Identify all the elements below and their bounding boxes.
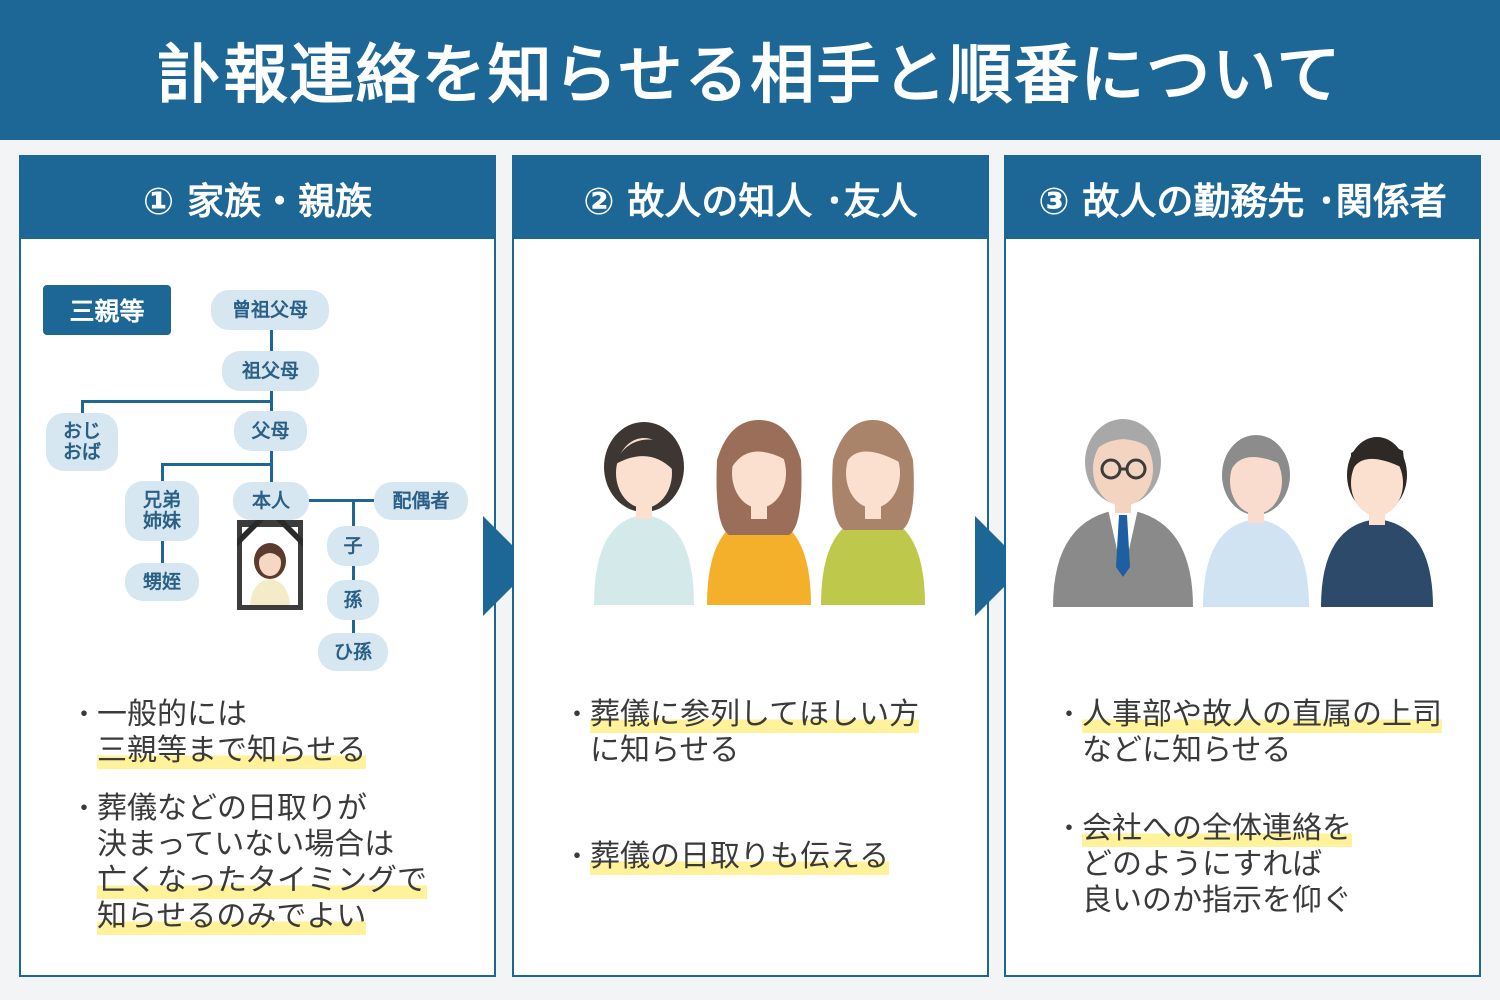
node-child: 子 xyxy=(327,526,379,566)
tree-connector xyxy=(352,565,355,583)
tree-connector xyxy=(81,400,273,403)
panel-friends-bullets: ・ 葬儀に参列してほしい方 に知らせる ・ 葬儀の日取りも伝える xyxy=(564,697,977,897)
bullet-dot: ・ xyxy=(71,700,98,730)
friends-illustration xyxy=(594,420,925,605)
node-nephew-niece: 甥姪 xyxy=(125,563,199,601)
bullet-item: ・ 葬儀に参列してほしい方 に知らせる xyxy=(564,697,977,769)
tree-connector xyxy=(161,463,273,466)
bullet-dot: ・ xyxy=(1056,814,1083,844)
node-uncle-label: おじ xyxy=(62,420,101,442)
boss-person-icon xyxy=(1053,419,1193,607)
memorial-portrait-icon xyxy=(237,520,303,610)
bullet-dot: ・ xyxy=(71,794,98,824)
panel-friends-title: ② 故人の知人 ･友人 xyxy=(583,180,918,223)
bullet-line-highlighted: 知らせるのみでよい xyxy=(97,899,367,935)
bullet-line: どのようにすれば xyxy=(1082,847,1323,882)
node-grandparents: 祖父母 xyxy=(222,351,319,391)
friend-person-icon xyxy=(594,422,694,605)
bullet-item: ・ 葬儀の日取りも伝える xyxy=(564,839,977,875)
bullet-item: ・ 一般的には 三親等まで知らせる xyxy=(71,697,484,769)
bullet-line-highlighted: 会社への全体連絡を xyxy=(1082,811,1352,847)
friend-person-icon xyxy=(707,420,811,605)
bullet-dot: ・ xyxy=(564,700,591,730)
bullet-line-highlighted: 三親等まで知らせる xyxy=(97,733,367,769)
node-spouse: 配偶者 xyxy=(374,482,468,520)
tree-connector xyxy=(161,463,164,483)
node-siblings: 兄弟 姉妹 xyxy=(125,481,199,541)
bullet-line: などに知らせる xyxy=(1082,733,1292,768)
bullet-item: ・ 葬儀などの日取りが 決まっていない場合は 亡くなったタイミングで 知らせるの… xyxy=(71,791,484,935)
tree-connector xyxy=(270,327,273,357)
node-brothers-label: 兄弟 xyxy=(142,489,181,511)
panel-workplace-header: ③ 故人の勤務先 ･関係者 xyxy=(1006,157,1479,239)
panel-family-bullets: ・ 一般的には 三親等まで知らせる ・ 葬儀などの日取りが 決まっていない場合は… xyxy=(71,697,484,957)
tree-connector xyxy=(81,400,84,415)
bullet-line: 一般的には xyxy=(97,697,247,732)
bullet-line-highlighted: 葬儀に参列してほしい方 xyxy=(590,697,920,733)
panel-family-title: ① 家族・親族 xyxy=(142,180,373,223)
colleague-person-icon xyxy=(1203,435,1309,607)
colleague-person-icon xyxy=(1321,437,1433,607)
panel-friends: ② 故人の知人 ･友人 ・ 葬儀に参列 xyxy=(512,155,989,977)
bullet-dot: ・ xyxy=(1056,700,1083,730)
colleagues-illustration xyxy=(1053,419,1433,607)
third-degree-tag: 三親等 xyxy=(43,285,171,335)
panel-friends-header: ② 故人の知人 ･友人 xyxy=(514,157,987,239)
bullet-line-highlighted: 亡くなったタイミングで xyxy=(97,863,427,899)
tree-connector xyxy=(352,499,355,527)
panel-family-header: ① 家族・親族 xyxy=(21,157,494,239)
friend-person-icon xyxy=(821,420,925,605)
node-grandchild: 孫 xyxy=(327,580,379,620)
node-aunt-label: おば xyxy=(62,441,101,463)
page-title: 訃報連絡を知らせる相手と順番について xyxy=(157,39,1343,113)
family-tree: 三親等 曾祖父母 祖父母 おじ おば 父母 兄弟 姉妹 本人 配偶者 子 甥姪 … xyxy=(21,157,498,717)
title-banner: 訃報連絡を知らせる相手と順番について xyxy=(0,0,1500,140)
node-parents: 父母 xyxy=(234,411,307,451)
node-sisters-label: 姉妹 xyxy=(142,510,181,532)
tree-connector xyxy=(308,499,378,502)
bullet-line-highlighted: 人事部や故人の直属の上司 xyxy=(1082,697,1442,733)
node-great-grandchild: ひ孫 xyxy=(318,633,388,671)
node-great-grandparents: 曾祖父母 xyxy=(211,290,329,330)
node-uncle-aunt: おじ おば xyxy=(46,413,118,471)
tree-connector xyxy=(161,540,164,564)
panel-family: ① 家族・親族 三親等 曾祖父母 祖父母 おじ おば 父母 兄弟 姉妹 本人 配… xyxy=(19,155,496,977)
panel-workplace-title: ③ 故人の勤務先 ･関係者 xyxy=(1038,180,1447,223)
bullet-line: 葬儀などの日取りが xyxy=(97,791,367,826)
bullet-item: ・ 会社への全体連絡を どのようにすれば 良いのか指示を仰ぐ xyxy=(1056,811,1469,919)
panel-workplace-bullets: ・ 人事部や故人の直属の上司 などに知らせる ・ 会社への全体連絡を どのように… xyxy=(1056,697,1469,941)
bullet-line-highlighted: 葬儀の日取りも伝える xyxy=(590,839,890,875)
bullet-line: 良いのか指示を仰ぐ xyxy=(1082,883,1352,918)
bullet-item: ・ 人事部や故人の直属の上司 などに知らせる xyxy=(1056,697,1469,769)
tree-connector xyxy=(352,619,355,634)
bullet-dot: ・ xyxy=(564,842,591,872)
node-self: 本人 xyxy=(233,482,309,520)
bullet-line: に知らせる xyxy=(590,733,740,768)
panel-workplace: ③ 故人の勤務先 ･関係者 xyxy=(1004,155,1481,977)
bullet-line: 決まっていない場合は xyxy=(97,827,395,862)
